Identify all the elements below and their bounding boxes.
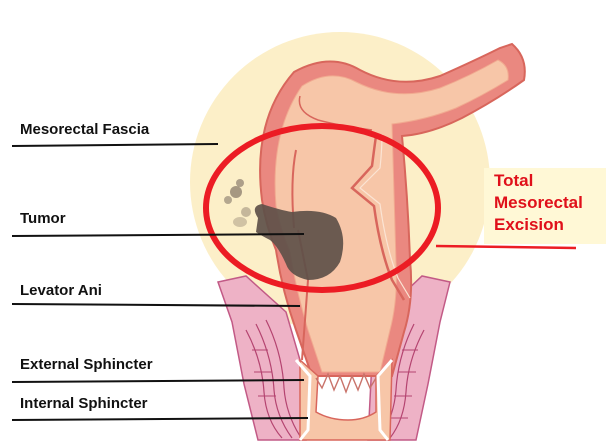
external-sphincter-label: External Sphincter bbox=[20, 357, 153, 372]
mesorectal-fascia-label: Mesorectal Fascia bbox=[20, 122, 149, 137]
levator-ani-label: Levator Ani bbox=[20, 283, 102, 298]
tme-callout-line2: Mesorectal bbox=[494, 192, 583, 214]
internal-sphincter-label: Internal Sphincter bbox=[20, 396, 148, 411]
tme-callout-line1: Total bbox=[494, 170, 583, 192]
tme-callout: Total Mesorectal Excision bbox=[494, 170, 583, 236]
tumor-label: Tumor bbox=[20, 211, 66, 226]
tme-callout-line3: Excision bbox=[494, 214, 583, 236]
mesorectal-fascia-leader bbox=[12, 144, 218, 146]
